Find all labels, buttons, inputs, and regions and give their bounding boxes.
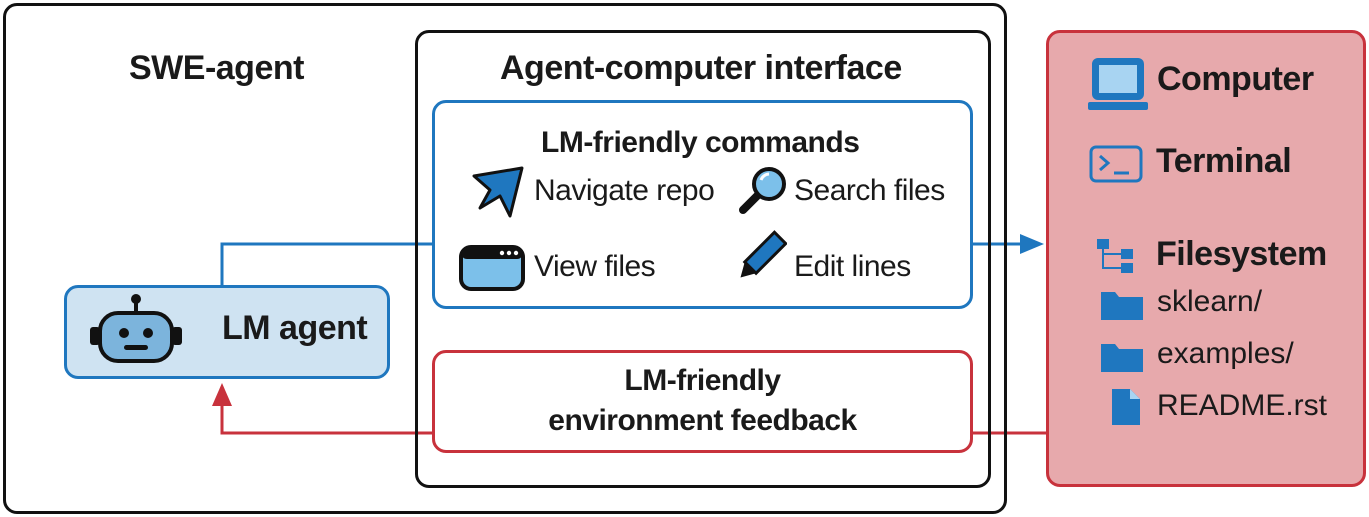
feedback-flow-line xyxy=(220,404,432,435)
swe-agent-title: SWE-agent xyxy=(129,49,304,87)
terminal-label: Terminal xyxy=(1156,142,1292,180)
commands-box xyxy=(432,100,973,309)
aci-container xyxy=(415,30,991,488)
aci-title: Agent-computer interface xyxy=(500,49,902,87)
window-icon xyxy=(459,245,525,291)
fs-entry-sklearn: sklearn/ xyxy=(1157,285,1263,318)
computer-icon xyxy=(1088,58,1148,110)
commands-title: LM-friendly commands xyxy=(541,126,860,159)
filesystem-tree-icon xyxy=(1097,239,1133,273)
feedback-box xyxy=(432,350,973,453)
swe-agent-container xyxy=(3,3,1007,514)
magnifier-icon xyxy=(739,167,786,214)
arrowhead-right xyxy=(1020,234,1044,254)
robot-icon xyxy=(90,294,182,363)
computer-title: Computer xyxy=(1157,60,1314,98)
folder-icon xyxy=(1101,292,1143,320)
search-files-label: Search files xyxy=(794,174,945,207)
feedback-line2: environment feedback xyxy=(548,404,857,437)
terminal-icon xyxy=(1089,145,1143,183)
cursor-arrow-icon xyxy=(472,166,524,218)
command-flow-line xyxy=(220,242,432,285)
file-icon xyxy=(1112,389,1140,425)
pencil-icon xyxy=(740,230,787,278)
view-files-label: View files xyxy=(534,250,656,283)
navigate-repo-label: Navigate repo xyxy=(534,174,715,207)
fs-entry-examples: examples/ xyxy=(1157,337,1294,370)
arrowhead-up xyxy=(212,383,232,406)
edit-lines-label: Edit lines xyxy=(794,250,911,283)
fs-entry-readme: README.rst xyxy=(1157,389,1328,422)
lm-agent-label: LM agent xyxy=(222,309,368,347)
folder-icon xyxy=(1101,344,1143,372)
feedback-line1: LM-friendly xyxy=(624,364,781,397)
filesystem-title: Filesystem xyxy=(1156,235,1327,273)
